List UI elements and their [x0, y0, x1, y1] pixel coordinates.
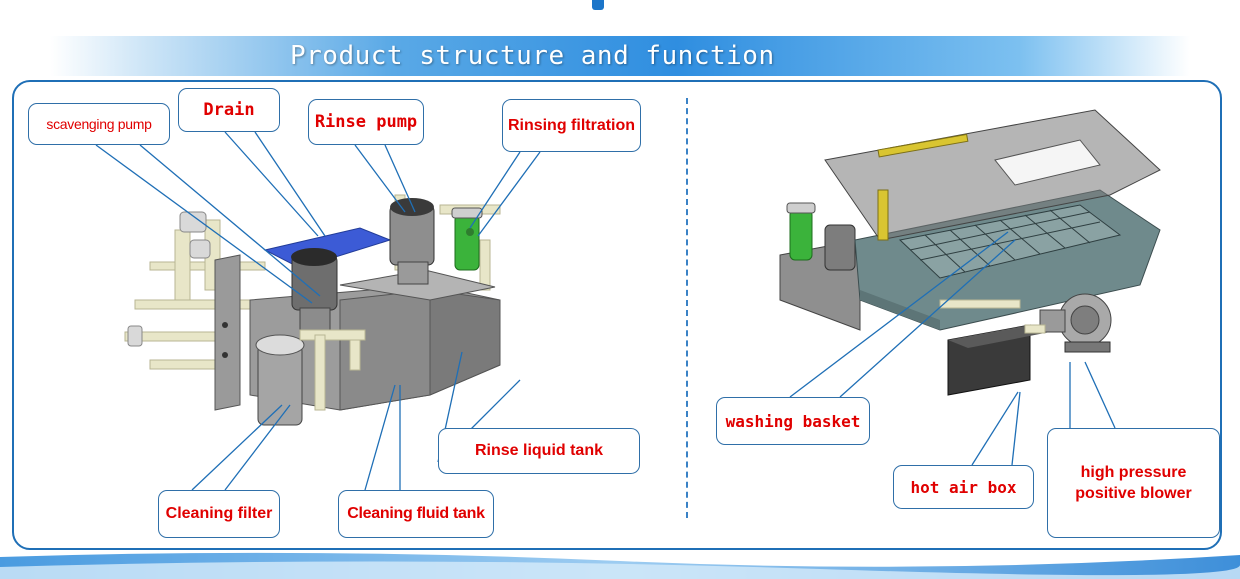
bottom-wave-decoration	[0, 552, 1240, 579]
left-machine	[124, 194, 501, 426]
header-accent-mark	[592, 0, 604, 10]
label-rinsing-filtration: Rinsing filtration	[502, 99, 641, 152]
label-cleaning-filter: Cleaning filter	[158, 490, 280, 538]
label-rinse-liquid-tank: Rinse liquid tank	[438, 428, 640, 474]
right-machine	[779, 109, 1161, 396]
label-washing-basket: washing basket	[716, 397, 870, 445]
leader-lines	[95, 131, 1116, 491]
label-drain: Drain	[178, 88, 280, 132]
label-rinse-pump: Rinse pump	[308, 99, 424, 145]
label-cleaning-fluid-tank: Cleaning fluid tank	[338, 490, 494, 538]
page-title: Product structure and function	[290, 41, 775, 71]
label-scavenging-pump: scavenging pump	[28, 103, 170, 145]
label-high-pressure-positive-blower: high pressure positive blower	[1047, 428, 1220, 538]
diagram-frame	[12, 80, 1222, 550]
label-hot-air-box: hot air box	[893, 465, 1034, 509]
title-band	[50, 36, 1190, 76]
panel-divider	[686, 98, 688, 518]
